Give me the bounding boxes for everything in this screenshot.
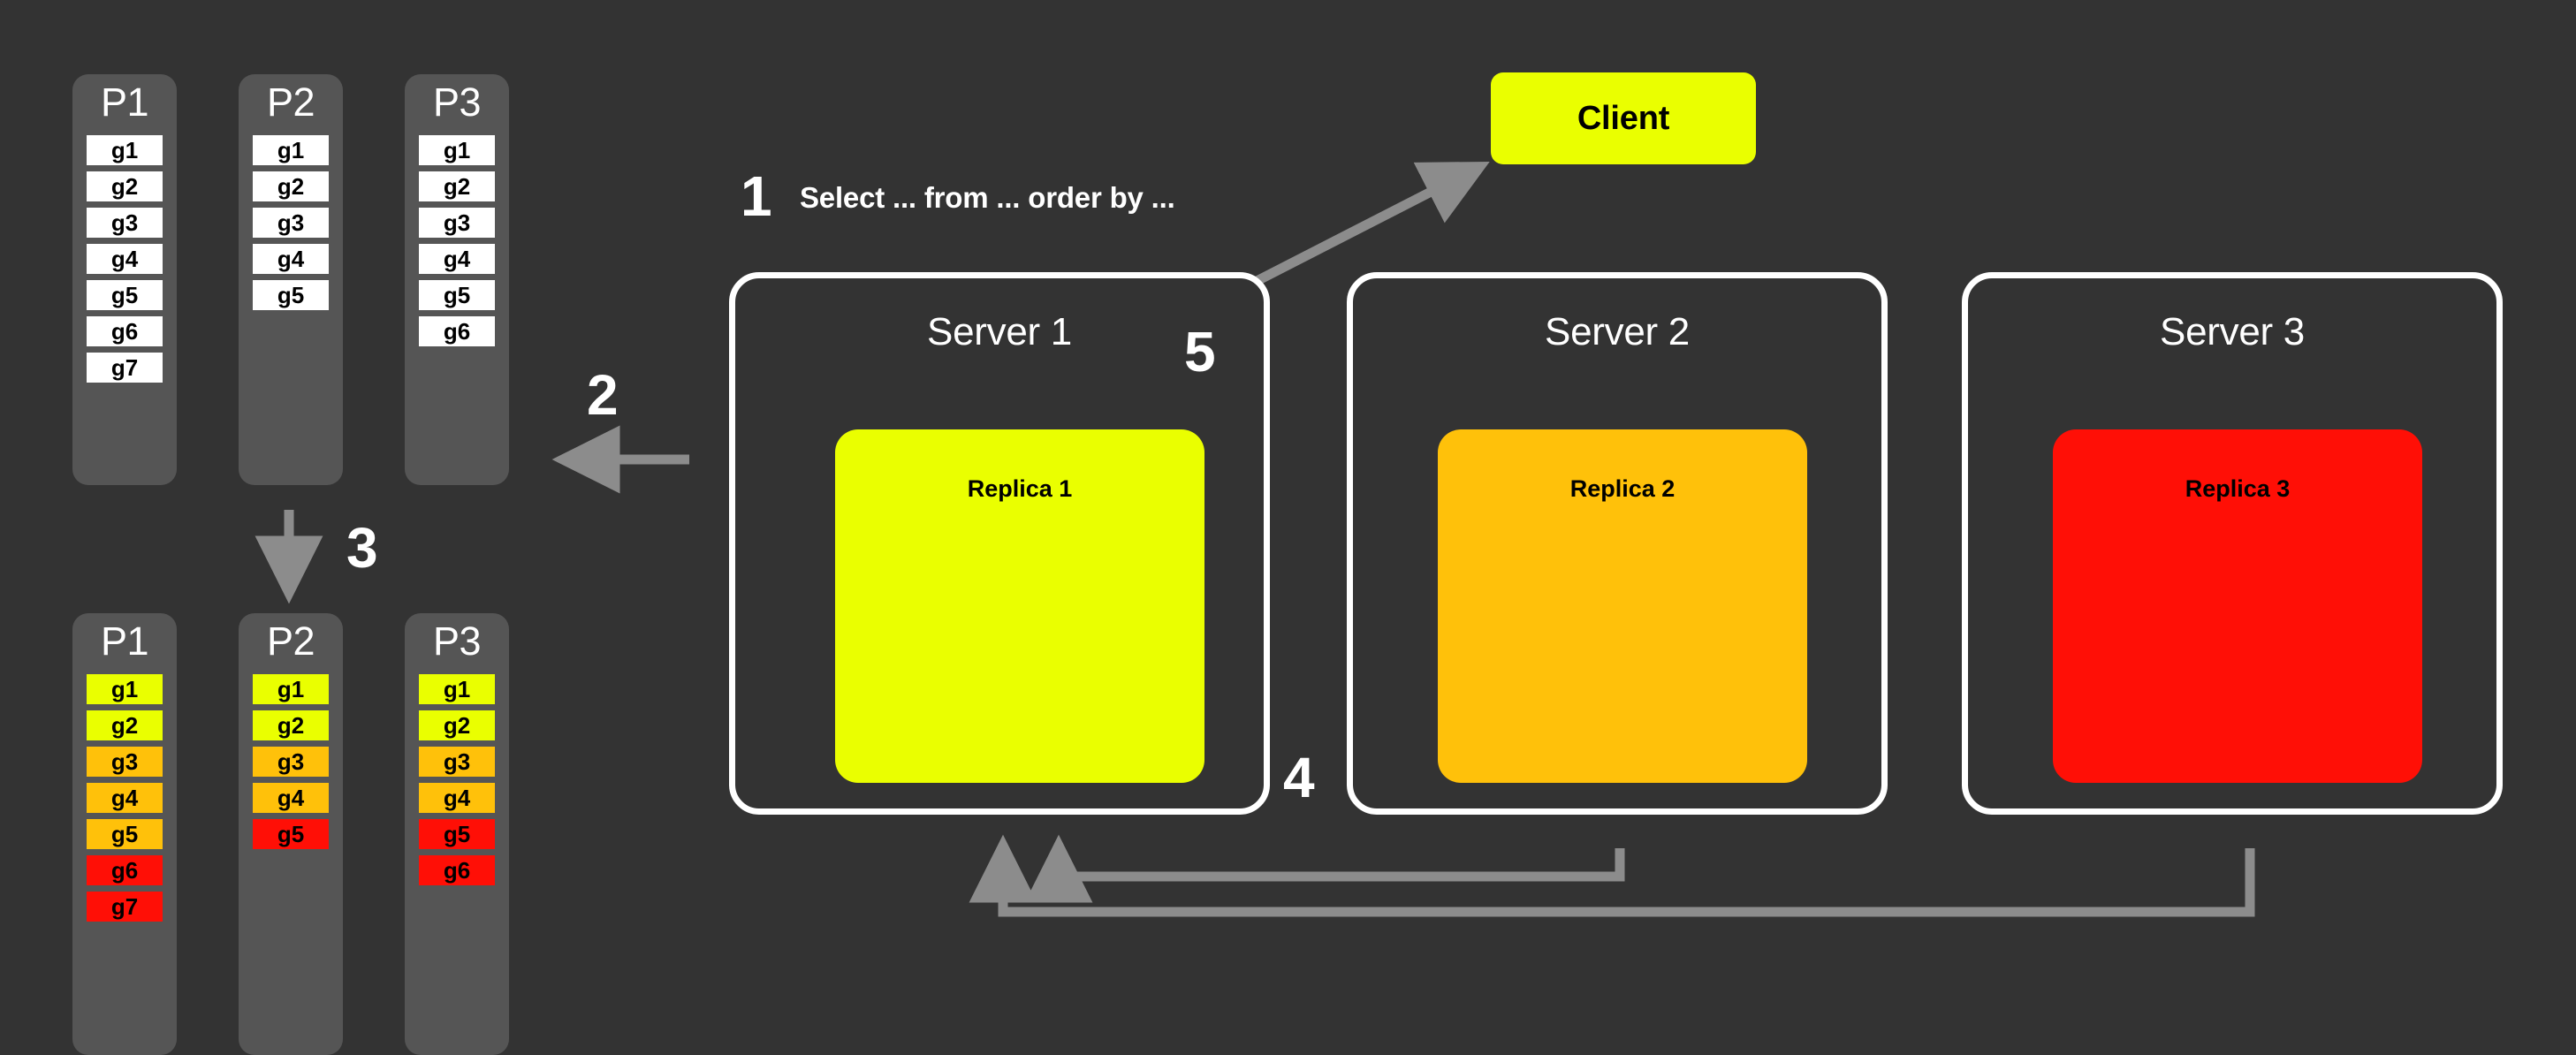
arrow-server3-to-server1 xyxy=(969,834,2255,917)
server-1-box[interactable]: Server 1 Replica 1 xyxy=(729,272,1270,815)
step-4-number: 4 xyxy=(1283,746,1315,809)
bottom-partition-p1: P1 g1 g2 g3 g4 g5 g6 g7 xyxy=(72,613,177,1055)
step-3-number: 3 xyxy=(346,516,378,580)
partition-cell: g4 xyxy=(253,244,329,275)
server-3-box[interactable]: Server 3 Replica 3 xyxy=(1962,272,2503,815)
replica-1-box[interactable]: Replica 1 xyxy=(835,429,1204,783)
server-2-box[interactable]: Server 2 Replica 2 xyxy=(1347,272,1888,815)
partition-cell: g5 xyxy=(419,280,495,311)
partition-cell: g5 xyxy=(253,280,329,311)
partition-cell: g1 xyxy=(87,135,163,166)
partition-cell: g3 xyxy=(253,208,329,239)
partition-label: P3 xyxy=(432,80,482,125)
partition-cell: g3 xyxy=(419,208,495,239)
partition-cells: g1 g2 g3 g4 g5 xyxy=(239,674,343,850)
partition-cell: g1 xyxy=(253,674,329,705)
partition-cell: g4 xyxy=(253,783,329,814)
arrow-server2-to-server1 xyxy=(1024,834,1625,903)
replica-3-box[interactable]: Replica 3 xyxy=(2053,429,2422,783)
replica-label: Replica 2 xyxy=(1569,475,1676,502)
partition-cell: g6 xyxy=(87,316,163,347)
top-partition-p2: P2 g1 g2 g3 g4 g5 xyxy=(239,74,343,485)
partition-cell: g3 xyxy=(87,747,163,778)
step-1-query-text: Select ... from ... order by ... xyxy=(800,181,1175,214)
partition-cell: g3 xyxy=(87,208,163,239)
partition-cell: g3 xyxy=(253,747,329,778)
partition-cell: g4 xyxy=(87,783,163,814)
partition-label: P1 xyxy=(100,619,149,664)
top-partition-p3: P3 g1 g2 g3 g4 g5 g6 xyxy=(405,74,509,485)
partition-label: P2 xyxy=(266,619,315,664)
partition-cell: g6 xyxy=(419,855,495,886)
partition-cells: g1 g2 g3 g4 g5 g6 g7 xyxy=(72,135,177,383)
partition-cell: g5 xyxy=(87,280,163,311)
step-1-number: 1 xyxy=(741,164,772,228)
partition-cell: g4 xyxy=(419,783,495,814)
partition-cell: g2 xyxy=(419,710,495,741)
partition-cell: g7 xyxy=(87,892,163,922)
replica-label: Replica 3 xyxy=(2185,475,2291,502)
partition-cell: g2 xyxy=(87,710,163,741)
partition-cell: g3 xyxy=(419,747,495,778)
partition-cells: g1 g2 g3 g4 g5 xyxy=(239,135,343,311)
partition-cells: g1 g2 g3 g4 g5 g6 g7 xyxy=(72,674,177,922)
partition-cell: g5 xyxy=(87,819,163,850)
partition-cells: g1 g2 g3 g4 g5 g6 xyxy=(405,135,509,347)
partition-cell: g4 xyxy=(419,244,495,275)
step-2-number: 2 xyxy=(587,363,619,427)
partition-cells: g1 g2 g3 g4 g5 g6 xyxy=(405,674,509,886)
partition-cell: g5 xyxy=(253,819,329,850)
partition-cell: g1 xyxy=(419,135,495,166)
partition-cell: g1 xyxy=(419,674,495,705)
partition-cell: g1 xyxy=(253,135,329,166)
replica-label: Replica 1 xyxy=(967,475,1073,502)
replica-2-box[interactable]: Replica 2 xyxy=(1438,429,1807,783)
partition-cell: g5 xyxy=(419,819,495,850)
partition-cell: g6 xyxy=(419,316,495,347)
partition-label: P2 xyxy=(266,80,315,125)
partition-cell: g2 xyxy=(253,710,329,741)
server-title: Server 2 xyxy=(1545,310,1690,353)
server-title: Server 1 xyxy=(927,310,1072,353)
bottom-partition-p3: P3 g1 g2 g3 g4 g5 g6 xyxy=(405,613,509,1055)
partition-cell: g6 xyxy=(87,855,163,886)
partition-cell: g2 xyxy=(253,171,329,202)
bottom-partition-p2: P2 g1 g2 g3 g4 g5 xyxy=(239,613,343,1055)
client-box[interactable]: Client xyxy=(1491,72,1756,164)
partition-cell: g2 xyxy=(419,171,495,202)
client-label: Client xyxy=(1577,99,1670,137)
partition-cell: g4 xyxy=(87,244,163,275)
partition-label: P3 xyxy=(432,619,482,664)
partition-label: P1 xyxy=(100,80,149,125)
step-5-number: 5 xyxy=(1184,320,1216,383)
server-title: Server 3 xyxy=(2160,310,2305,353)
partition-cell: g2 xyxy=(87,171,163,202)
partition-cell: g1 xyxy=(87,674,163,705)
top-partition-p1: P1 g1 g2 g3 g4 g5 g6 g7 xyxy=(72,74,177,485)
partition-cell: g7 xyxy=(87,353,163,383)
